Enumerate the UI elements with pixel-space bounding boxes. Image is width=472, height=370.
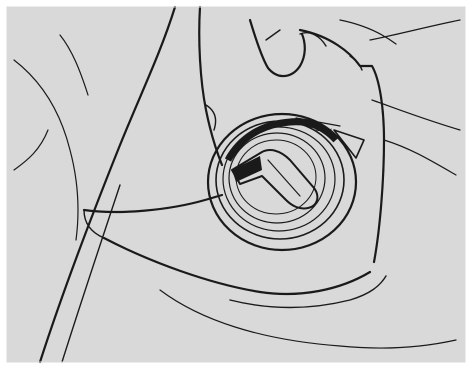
illustration-background xyxy=(7,7,465,362)
